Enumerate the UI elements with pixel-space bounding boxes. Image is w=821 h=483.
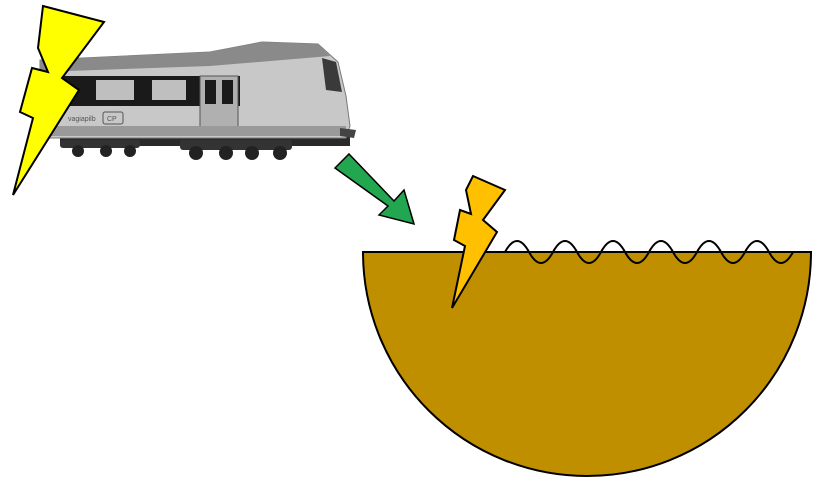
lightning-bolt-icon: [451, 174, 507, 309]
train-bogie: [180, 140, 292, 160]
train-door-window: [205, 80, 216, 104]
train-cab-window: [322, 58, 342, 92]
train-livery-text: vagiapilb: [68, 116, 96, 123]
train-logo-text: CP: [107, 116, 117, 123]
train-coupler: [340, 128, 356, 138]
train-roof: [40, 42, 330, 72]
train-door-window: [222, 80, 233, 104]
ground-hemisphere: [361, 251, 813, 477]
train-window: [96, 80, 134, 100]
train-lower-band: [40, 126, 346, 136]
ripple-wave: [504, 240, 794, 264]
train-icon: CP vagiapilb: [39, 41, 356, 160]
train-bogie: [60, 140, 140, 157]
train-logo: CP: [102, 111, 124, 125]
arrow-icon: [333, 152, 416, 226]
lightning-bolt-icon: [12, 4, 106, 196]
train-window: [152, 80, 186, 100]
